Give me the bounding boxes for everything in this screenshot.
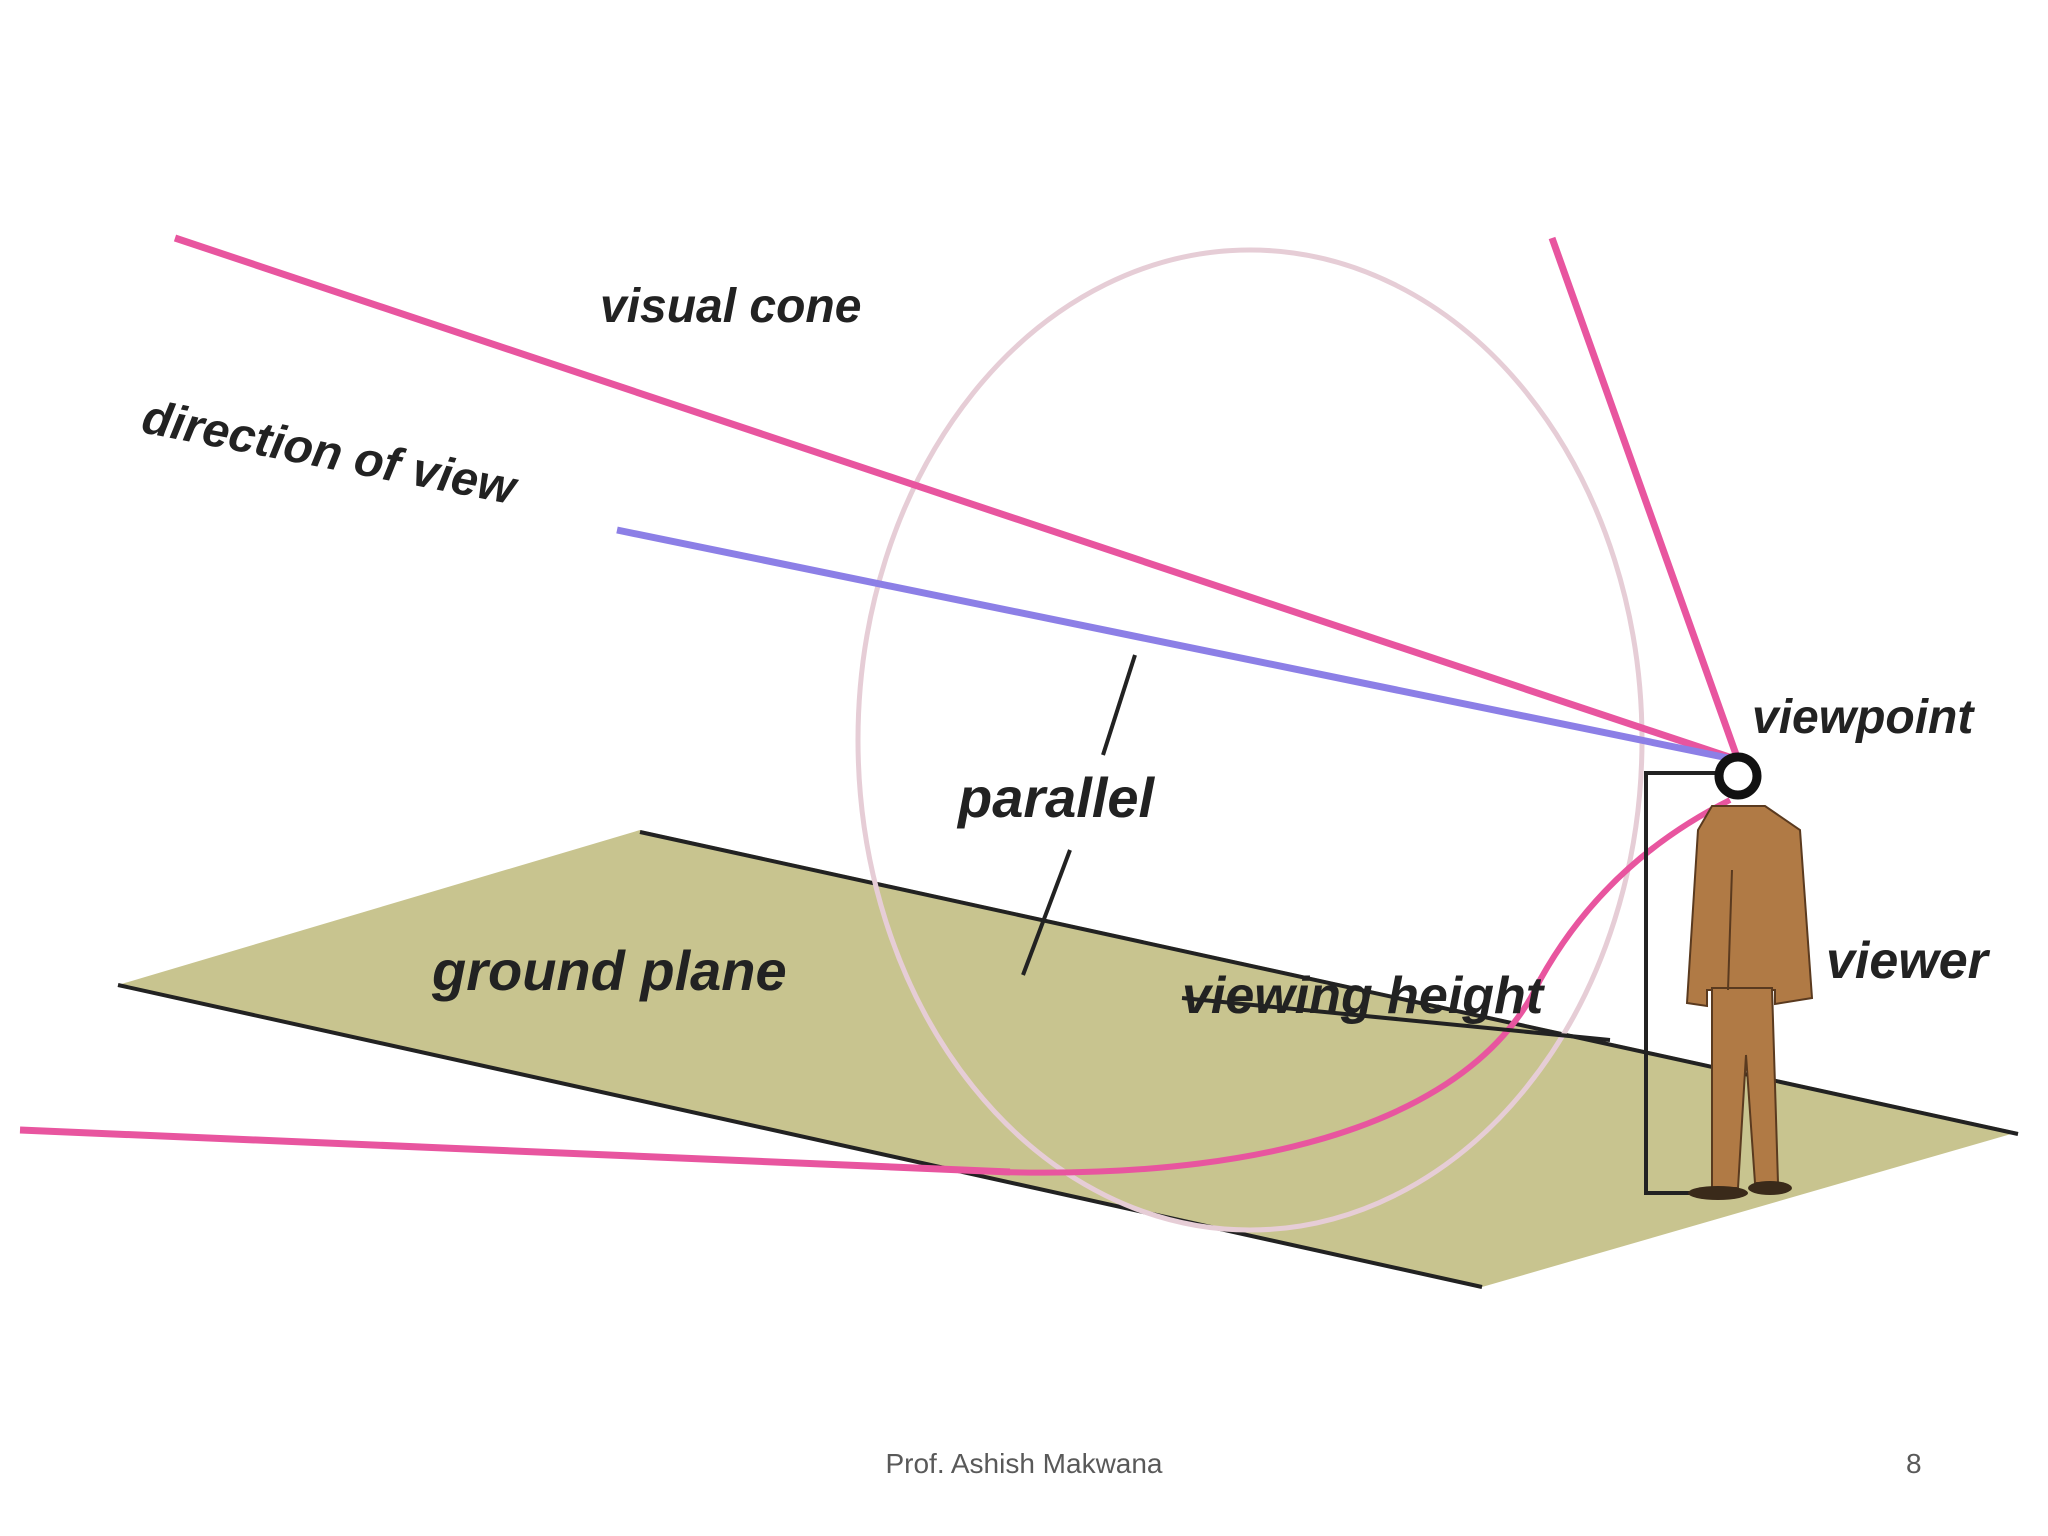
parallel-upper-dash <box>1101 654 1137 756</box>
ground-plane-back-edge <box>639 830 2019 1136</box>
viewer-figure <box>1685 752 1814 1200</box>
parallel-label: parallel <box>956 766 1156 829</box>
visual-cone-label: visual cone <box>600 280 861 333</box>
viewing-height-frame <box>1644 771 1738 1195</box>
parallel-lower-dash <box>1021 849 1072 976</box>
ground-plane-shape <box>118 830 2018 1287</box>
viewer-label: viewer <box>1826 932 1991 990</box>
visual-cone-top-line <box>1548 236 1742 762</box>
viewer-right-shoe <box>1748 1181 1792 1195</box>
direction-of-view-label: direction of view <box>138 391 522 516</box>
viewpoint-head-icon <box>1714 752 1762 800</box>
viewer-left-shoe <box>1688 1186 1748 1200</box>
ground-plane-label: ground plane <box>431 939 787 1002</box>
viewing-height-strike-line <box>1181 996 1611 1042</box>
visual-cone-upper-left-line <box>173 234 1740 764</box>
ground-plane-front-edge <box>117 983 1483 1289</box>
viewer-torso <box>1685 805 1814 1008</box>
footer-author: Prof. Ashish Makwana <box>885 1448 1163 1479</box>
viewpoint-label: viewpoint <box>1752 691 1975 744</box>
visual-cone-lower-line <box>19 1126 1011 1176</box>
viewer-arm-line <box>1727 869 1733 991</box>
page-number: 8 <box>1906 1448 1922 1479</box>
direction-of-view-line <box>616 526 1739 764</box>
